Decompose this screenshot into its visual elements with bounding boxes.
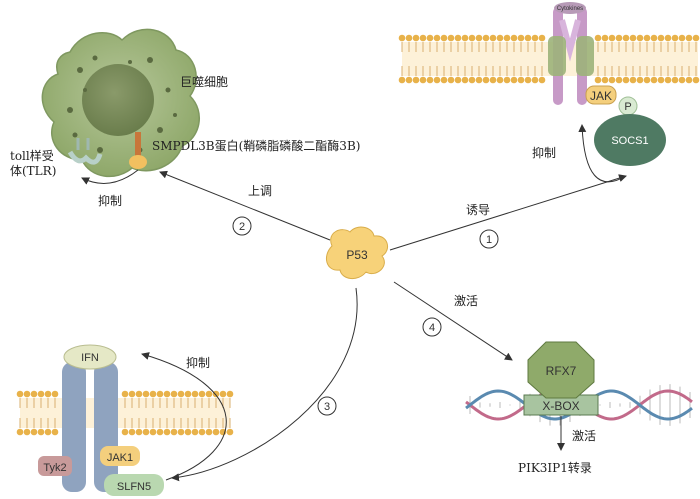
pathway-4: 4 激活 bbox=[422, 294, 478, 337]
ifn-inhibit-arrow bbox=[141, 352, 227, 481]
rfx7-label: RFX7 bbox=[546, 364, 577, 378]
jak-protein bbox=[585, 85, 617, 105]
jak-receptor: Cytokines JAK P SOCS1 bbox=[548, 2, 666, 166]
ifn-inhibit-label: 抑制 bbox=[186, 355, 210, 370]
tyk2-protein bbox=[38, 456, 72, 476]
macrophage-nucleus bbox=[82, 64, 154, 136]
slfn5-label: SLFN5 bbox=[117, 481, 151, 493]
smpdl3b-label: SMPDL3B蛋白(鞘磷脂磷酸二酯酶3B) bbox=[152, 138, 360, 153]
rfx7-protein bbox=[527, 341, 595, 399]
pathway-1: 1 诱导 bbox=[466, 203, 499, 249]
jak1-label: JAK1 bbox=[107, 452, 133, 464]
tlr-label-line1: toll样受 bbox=[10, 148, 54, 163]
macrophage-cell bbox=[41, 28, 200, 178]
pathway-3: 3 bbox=[317, 396, 337, 416]
jak-inhibit-label: 抑制 bbox=[532, 145, 556, 160]
macrophage-inhibit-label: 抑制 bbox=[98, 193, 122, 208]
jak1-protein bbox=[100, 446, 140, 466]
ifn-label: IFN bbox=[81, 352, 99, 364]
ifn-ligand bbox=[63, 344, 117, 370]
jak-label: JAK bbox=[590, 89, 612, 103]
p-label: P bbox=[624, 101, 631, 113]
pathway-3-arrow bbox=[171, 287, 358, 482]
tyk2-label: Tyk2 bbox=[43, 462, 66, 474]
pathway-4-label: 激活 bbox=[454, 294, 478, 308]
pathway-2-number: 2 bbox=[239, 221, 245, 233]
pathway-2-label: 上调 bbox=[248, 184, 272, 198]
activate-label: 激活 bbox=[572, 429, 596, 443]
pathway-1-arrow bbox=[389, 174, 627, 251]
pathway-1-label: 诱导 bbox=[466, 203, 490, 217]
jak-inhibit-arrow bbox=[578, 124, 627, 183]
p53-label: P53 bbox=[346, 248, 368, 262]
p53-protein bbox=[325, 226, 389, 279]
macrophage-label: 巨噬细胞 bbox=[180, 74, 228, 89]
xbox-label: X-BOX bbox=[542, 399, 579, 413]
pik3ip1-label: PIK3IP1转录 bbox=[518, 460, 592, 475]
pathway-3-number: 3 bbox=[324, 401, 330, 413]
tlr-label-line2: 体(TLR) bbox=[10, 164, 56, 178]
pathway-1-number: 1 bbox=[486, 234, 492, 246]
tlr-receptor bbox=[67, 138, 103, 165]
socs1-label: SOCS1 bbox=[611, 135, 648, 147]
pathway-2: 2 上调 bbox=[232, 184, 272, 236]
cytokines-label: Cytokines bbox=[557, 6, 583, 12]
ifn-receptor: IFN Tyk2 JAK1 SLFN5 bbox=[38, 344, 164, 496]
pathway-4-arrow bbox=[393, 281, 513, 361]
membrane-bottom-left bbox=[16, 390, 234, 436]
slfn5-protein bbox=[104, 474, 164, 496]
cytokine-ligand bbox=[554, 2, 586, 14]
macrophage-inhibit-arrow bbox=[81, 169, 139, 185]
socs1-protein bbox=[594, 114, 666, 166]
pathway-4-number: 4 bbox=[429, 322, 435, 334]
pathway-2-arrow bbox=[159, 170, 331, 241]
smpdl3b-protein bbox=[129, 132, 147, 169]
